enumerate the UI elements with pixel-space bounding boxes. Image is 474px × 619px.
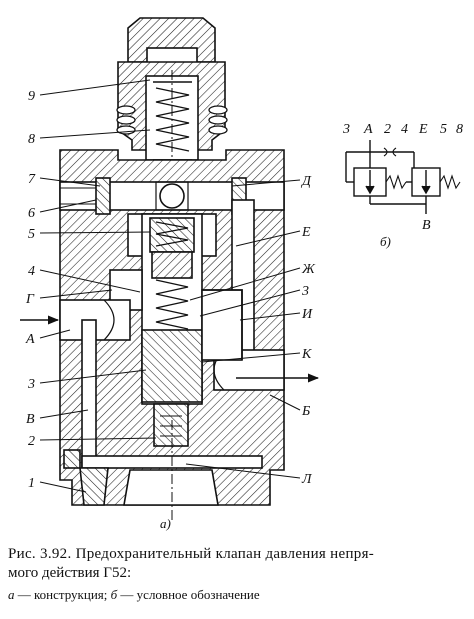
caption-line-1: Рис. 3.92. Предохранительный клапан давл… — [8, 546, 375, 562]
symbol-label-E: Е — [418, 122, 428, 137]
caption-legend: а — конструкция; б — условное обозначени… — [8, 585, 468, 604]
label-D: Д — [300, 174, 312, 189]
caption-a-letter: а — [8, 587, 15, 602]
valve-figure: 9 8 7 6 5 4 Г А 3 В 2 1 Д Е Ж 3 И К Б Л … — [20, 17, 463, 531]
label-V: В — [26, 412, 35, 427]
label-5: 5 — [28, 227, 35, 242]
symbol-label-A: А — [363, 122, 373, 137]
caption-b-text: — условное обозначение — [117, 587, 260, 602]
label-9: 9 — [28, 89, 35, 104]
symbol-labels: 3 А 2 4 Е 5 8 В б) — [342, 122, 463, 249]
hydraulic-symbol — [345, 140, 461, 214]
caption-b-letter: б — [110, 587, 118, 602]
label-1: 1 — [28, 476, 35, 491]
subfigure-a-label: а) — [160, 516, 171, 531]
caption-line-2: мого действия Г52: — [8, 565, 132, 581]
symbol-label-V: В — [422, 218, 431, 233]
label-6: 6 — [28, 206, 35, 221]
valve-section-drawing — [20, 17, 320, 520]
label-E: Е — [301, 225, 311, 240]
label-7: 7 — [28, 172, 36, 187]
label-G: Г — [25, 292, 35, 307]
label-Zh: Ж — [301, 262, 316, 277]
label-A: А — [25, 332, 35, 347]
symbol-label-8: 8 — [456, 122, 463, 137]
label-2: 2 — [28, 434, 35, 449]
main-spring — [155, 279, 189, 330]
symbol-label-3: 3 — [342, 122, 350, 137]
label-I: И — [301, 307, 313, 322]
symbol-label-4: 4 — [401, 122, 408, 137]
drawing-labels: 9 8 7 6 5 4 Г А 3 В 2 1 Д Е Ж 3 И К Б Л … — [25, 89, 316, 531]
label-8: 8 — [28, 132, 35, 147]
label-3-right: 3 — [301, 284, 309, 299]
symbol-label-5: 5 — [440, 122, 447, 137]
label-B: Б — [301, 404, 310, 419]
symbol-label-2: 2 — [384, 122, 391, 137]
figure-caption: Рис. 3.92. Предохранительный клапан давл… — [8, 545, 468, 604]
label-4: 4 — [28, 264, 35, 279]
subfigure-b-label: б) — [380, 234, 391, 249]
label-K: К — [301, 347, 312, 362]
caption-a-text: — конструкция; — [14, 587, 111, 602]
label-3-left: 3 — [27, 377, 35, 392]
label-L: Л — [301, 472, 313, 487]
